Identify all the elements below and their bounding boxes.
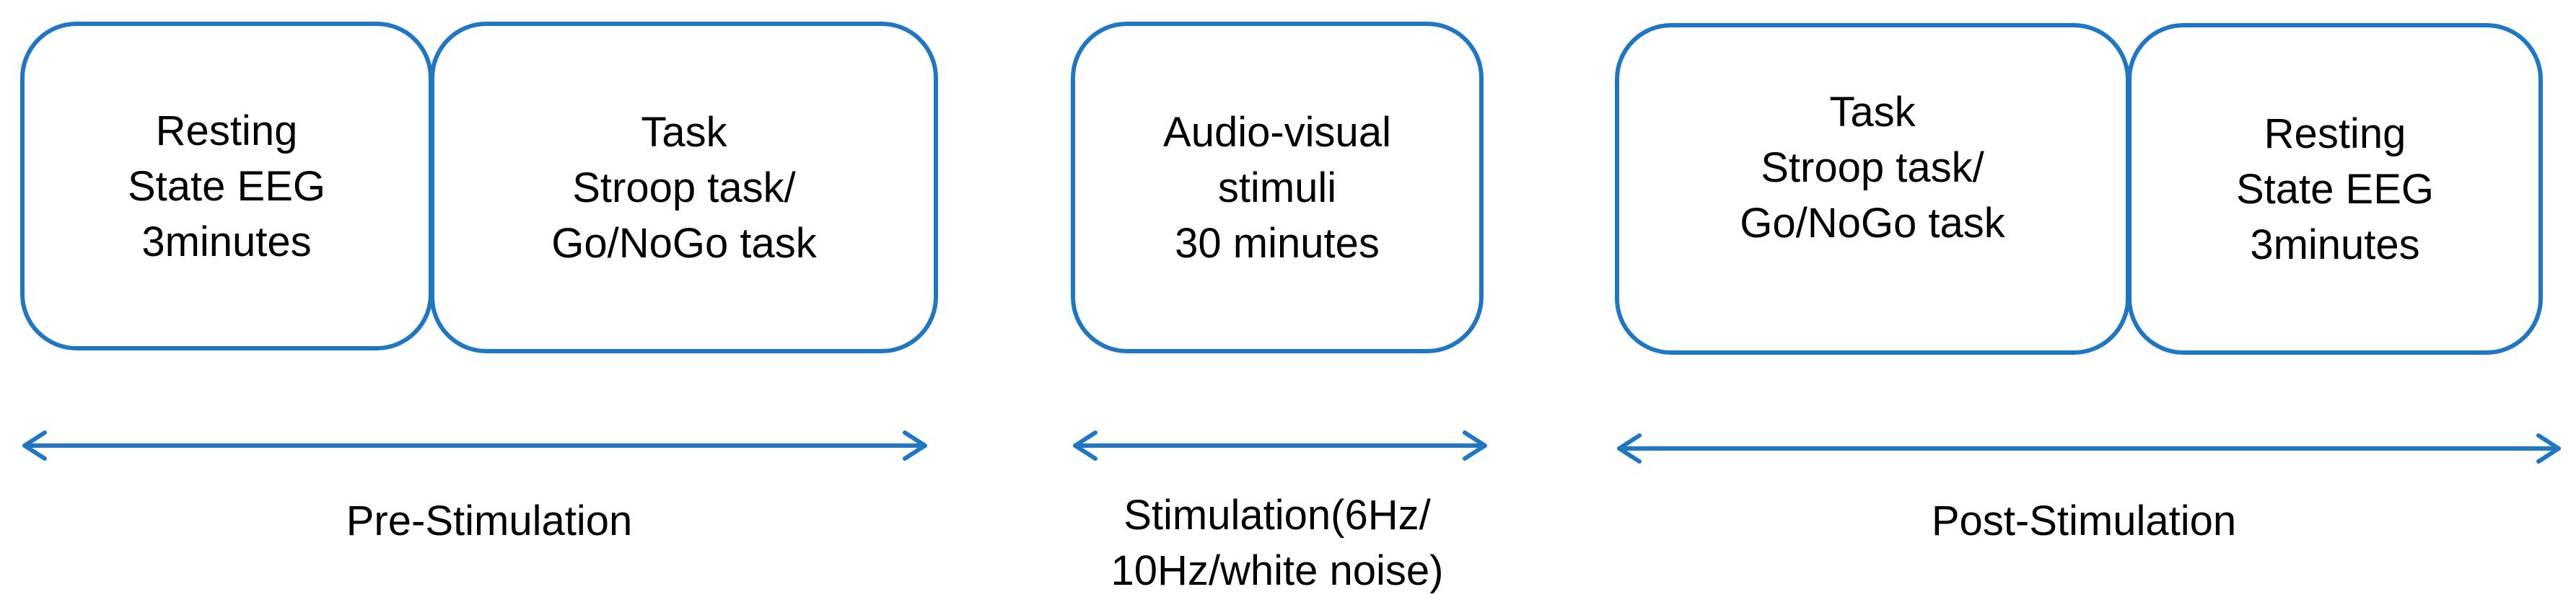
pre-stimulation-arrow bbox=[22, 430, 927, 461]
pre-stimulation-label: Pre-Stimulation bbox=[258, 493, 720, 549]
post-resting-line-1: Resting bbox=[2264, 110, 2406, 157]
post-task-box: Task Stroop task/ Go/NoGo task bbox=[1615, 23, 2130, 355]
pre-task-line-1: Task bbox=[641, 108, 727, 156]
pre-resting-state-box: Resting State EEG 3minutes bbox=[20, 22, 433, 350]
post-stimulation-label-text: Post-Stimulation bbox=[1931, 498, 2237, 544]
pre-resting-state-text: Resting State EEG 3minutes bbox=[128, 103, 325, 270]
pre-resting-line-3: 3minutes bbox=[141, 218, 312, 265]
stimulation-line-1: Audio-visual bbox=[1163, 108, 1391, 156]
stimulation-label: Stimulation(6Hz/ 10Hz/white noise) bbox=[1046, 487, 1508, 598]
stimulation-line-2: stimuli bbox=[1217, 164, 1337, 211]
post-task-text: Task Stroop task/ Go/NoGo task bbox=[1740, 84, 2005, 251]
pre-stimulation-label-text: Pre-Stimulation bbox=[346, 498, 633, 544]
stimulation-arrow bbox=[1073, 430, 1487, 461]
pre-task-line-2: Stroop task/ bbox=[572, 164, 796, 211]
post-task-line-3: Go/NoGo task bbox=[1740, 199, 2005, 247]
post-resting-line-3: 3minutes bbox=[2250, 221, 2420, 268]
pre-resting-line-1: Resting bbox=[155, 107, 298, 154]
stimulation-box-text: Audio-visual stimuli 30 minutes bbox=[1163, 105, 1391, 271]
stimulation-label-line-1: Stimulation(6Hz/ bbox=[1123, 492, 1431, 539]
pre-task-box: Task Stroop task/ Go/NoGo task bbox=[430, 22, 938, 353]
post-stimulation-arrow bbox=[1617, 433, 2561, 464]
stimulation-label-line-2: 10Hz/white noise) bbox=[1110, 547, 1444, 594]
post-task-line-1: Task bbox=[1829, 88, 1916, 136]
pre-task-text: Task Stroop task/ Go/NoGo task bbox=[551, 105, 816, 271]
stimulation-box: Audio-visual stimuli 30 minutes bbox=[1071, 22, 1484, 353]
post-resting-state-box: Resting State EEG 3minutes bbox=[2127, 23, 2543, 355]
stimulation-line-3: 30 minutes bbox=[1175, 219, 1380, 267]
pre-resting-line-2: State EEG bbox=[127, 162, 326, 210]
post-resting-state-text: Resting State EEG 3minutes bbox=[2236, 106, 2434, 273]
pre-task-line-3: Go/NoGo task bbox=[551, 219, 817, 267]
post-task-line-2: Stroop task/ bbox=[1761, 143, 1984, 191]
post-resting-line-2: State EEG bbox=[2235, 165, 2435, 213]
post-stimulation-label: Post-Stimulation bbox=[1853, 493, 2315, 549]
